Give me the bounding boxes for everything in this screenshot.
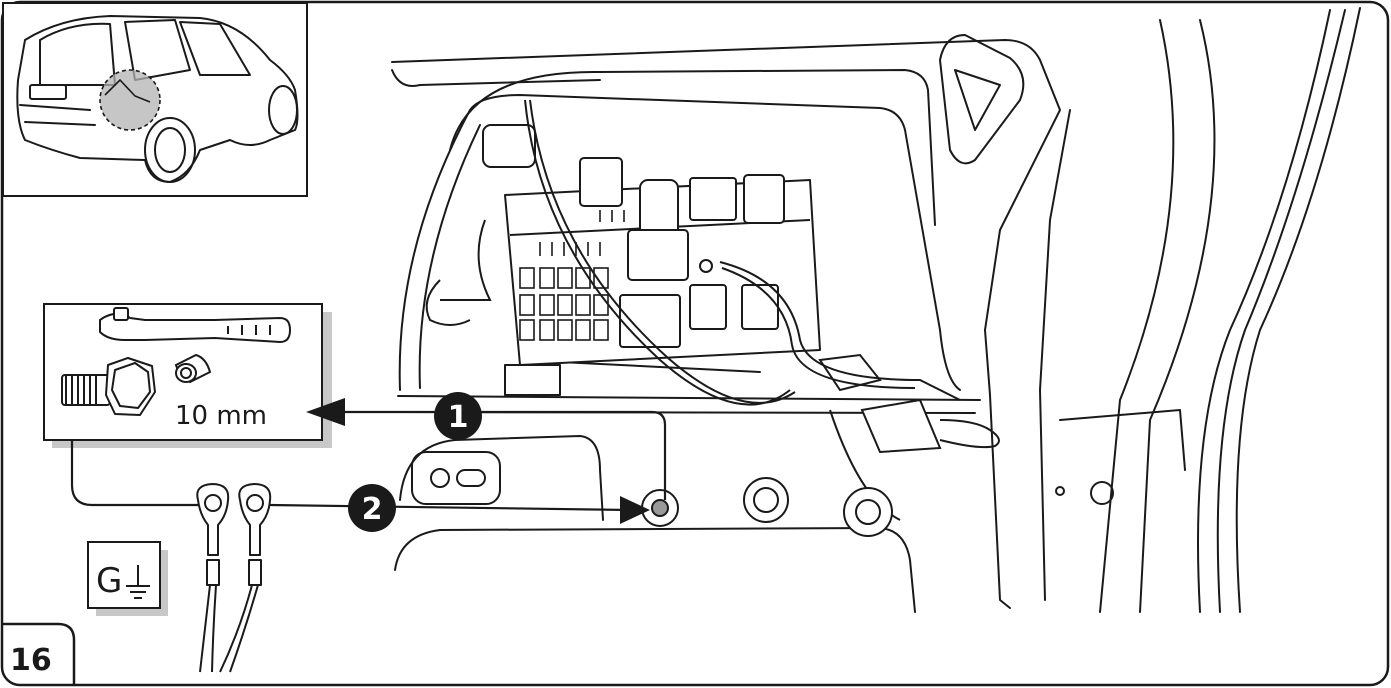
step-number-box: 16 (2, 622, 76, 686)
mounting-nuts (641, 477, 893, 537)
inset-highlight-area (99, 69, 161, 131)
arrowhead-to-bolt (620, 496, 650, 524)
ground-label-box: G (87, 541, 168, 616)
bolt-icon (61, 357, 156, 416)
callout-2-number: 2 (362, 492, 383, 527)
arrowhead-to-tools (306, 398, 345, 426)
ratchet-wrench-icon (99, 307, 291, 343)
fuse-box (482, 124, 821, 396)
vehicle-location-inset (2, 2, 308, 197)
socket-size-label: 10 mm (175, 401, 267, 431)
leader-line-2b (269, 503, 631, 512)
leader-lines (70, 410, 667, 512)
ground-symbol-icon (126, 565, 150, 599)
ground-wires (199, 584, 259, 673)
leader-line-2 (70, 440, 198, 507)
callout-2: 2 (348, 484, 396, 532)
trunk-side-panel-illustration (391, 7, 1361, 613)
step-number: 16 (10, 643, 52, 678)
callout-1-number: 1 (448, 400, 469, 435)
socket-icon (174, 353, 212, 384)
leader-line-1 (345, 410, 667, 500)
callout-1: 1 (434, 392, 482, 440)
ground-label-letter: G (96, 561, 122, 601)
ground-eyelets (196, 483, 272, 586)
wire-harness (425, 99, 1000, 521)
tools-inset: 10 mm (43, 303, 332, 448)
